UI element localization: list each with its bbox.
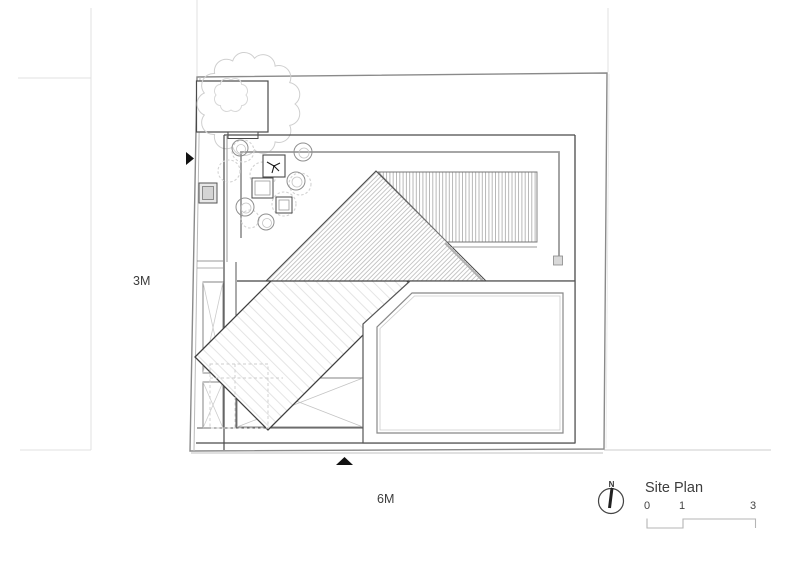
scale-bar: 0 1 3: [644, 500, 757, 529]
scale-tick-1: 1: [679, 500, 685, 512]
scale-tick-3: 3: [750, 500, 756, 512]
courtyard-planting: [217, 139, 313, 231]
scale-bar-steps: [646, 518, 757, 529]
context-parcel-lines: [18, 0, 771, 451]
plant-circles: [231, 139, 313, 231]
drawing-title: Site Plan: [645, 480, 703, 496]
plant-circle-centers: [236, 144, 310, 228]
tree-canopy-outline: [196, 52, 301, 156]
scale-tick-0: 0: [644, 500, 650, 512]
entry-marker-west-icon: [186, 152, 194, 165]
canopy-chamfer-edge: [444, 242, 484, 282]
entry-marker-south-icon: [336, 457, 353, 465]
existing-tree: [196, 52, 301, 156]
setback-label-west: 3M: [133, 274, 150, 288]
striped-roof: [376, 171, 538, 282]
setback-label-south: 6M: [377, 492, 394, 506]
north-label: N: [609, 480, 615, 489]
hidden-edge-dashed-lines: [209, 363, 283, 429]
tree-sprig-icon: [266, 161, 281, 174]
tree-trunk-outline: [214, 78, 248, 112]
annex-building: [362, 280, 576, 444]
north-arrow-icon: N: [597, 479, 625, 515]
entry-structure: [195, 80, 269, 139]
